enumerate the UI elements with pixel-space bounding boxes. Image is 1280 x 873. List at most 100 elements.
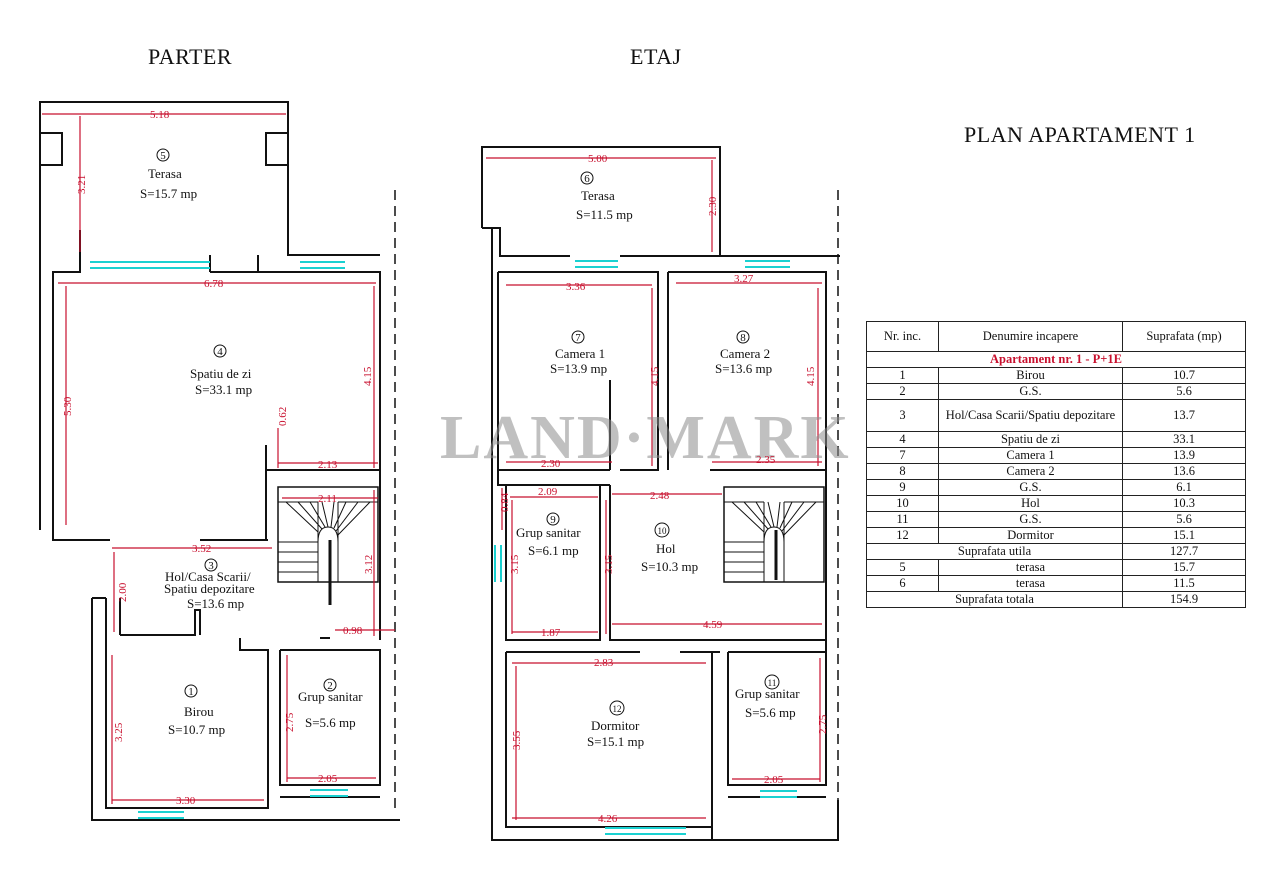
cell-area: 15.7 xyxy=(1122,559,1246,576)
dim-label: 2.83 xyxy=(594,657,614,669)
room-6-terasa: 6 Terasa S=11.5 mp xyxy=(576,171,633,222)
table-row: 2 G.S. 5.6 xyxy=(866,383,1246,400)
room-7-camera-1: 7 Camera 1 S=13.9 mp xyxy=(550,330,607,376)
cell-nr: 8 xyxy=(866,463,939,480)
dim-label: 0.84 xyxy=(499,492,511,512)
watermark: LAND·MARK xyxy=(440,404,851,472)
room-8-camera-2: 8 Camera 2 S=13.6 mp xyxy=(715,330,772,376)
dim-label: 3.30 xyxy=(176,795,196,807)
floor-title-etaj: ETAJ xyxy=(630,44,682,69)
cell-area: 13.6 xyxy=(1122,463,1246,480)
dim-label: 3.15 xyxy=(509,554,521,574)
cell-name: Birou xyxy=(938,367,1123,384)
table-header-row: Nr. inc. Denumire incapere Suprafata (mp… xyxy=(866,321,1246,352)
dim-label: 2.05 xyxy=(318,773,338,785)
room-number: 7 xyxy=(575,332,581,344)
room-number: 8 xyxy=(740,332,746,344)
cell-nr: 12 xyxy=(866,527,939,544)
room-9-grup-sanitar: 9 Grup sanitar S=6.1 mp xyxy=(516,512,581,558)
cell-name: terasa xyxy=(938,559,1123,576)
dim-label: 2.00 xyxy=(117,582,129,602)
cell-name: Camera 2 xyxy=(938,463,1123,480)
room-area: S=11.5 mp xyxy=(576,207,633,222)
cell-nr: 5 xyxy=(866,559,939,576)
col-header-denumire: Denumire incapere xyxy=(938,321,1123,352)
cell-area: 6.1 xyxy=(1122,479,1246,496)
dim-label: 2.75 xyxy=(817,714,829,734)
dim-label: 5.00 xyxy=(588,153,608,165)
dim-label: 6.78 xyxy=(204,278,224,290)
floor-title-parter: PARTER xyxy=(148,44,233,69)
table-total-row: Suprafata utila 127.7 xyxy=(866,543,1246,560)
dim-label: 4.15 xyxy=(649,366,661,386)
dim-label: 3.15 xyxy=(603,554,615,574)
table-row: 1 Birou 10.7 xyxy=(866,367,1246,384)
table-row: 12 Dormitor 15.1 xyxy=(866,527,1246,544)
room-number: 1 xyxy=(188,686,194,698)
cell-name: Camera 1 xyxy=(938,447,1123,464)
room-area: S=13.6 mp xyxy=(715,361,772,376)
dim-label: 0.62 xyxy=(277,407,289,426)
floor-plan-drawing: LAND·MARK 5 Terasa S=15.7 mp 4 Spatiu de… xyxy=(39,101,851,841)
dim-label: 0.98 xyxy=(343,625,363,637)
table-row: 3 Hol/Casa Scarii/Spatiu depozitare 13.7 xyxy=(866,399,1246,432)
room-area: S=5.6 mp xyxy=(745,705,796,720)
room-4-spatiu-de-zi: 4 Spatiu de zi S=33.1 mp xyxy=(190,344,252,397)
room-3-hol-casa-scarii: 3 Hol/Casa Scarii/ Spatiu depozitare S=1… xyxy=(164,558,255,611)
cell-name: G.S. xyxy=(938,479,1123,496)
dim-label: 2.35 xyxy=(756,454,776,466)
cell-area: 15.1 xyxy=(1122,527,1246,544)
cell-nr: 10 xyxy=(866,495,939,512)
cell-name: Hol xyxy=(938,495,1123,512)
utila-value: 127.7 xyxy=(1122,543,1246,560)
table-row: 5 terasa 15.7 xyxy=(866,559,1246,576)
cell-nr: 1 xyxy=(866,367,939,384)
room-5-terasa: 5 Terasa S=15.7 mp xyxy=(140,148,197,201)
dim-label: 4.15 xyxy=(362,366,374,386)
plan-title: PLAN APARTAMENT 1 xyxy=(964,122,1196,147)
room-area: S=33.1 mp xyxy=(195,382,252,397)
cell-area: 13.9 xyxy=(1122,447,1246,464)
room-1-birou: 1 Birou S=10.7 mp xyxy=(168,684,225,737)
cell-area: 11.5 xyxy=(1122,575,1246,592)
col-header-nr: Nr. inc. xyxy=(866,321,939,352)
cell-area: 10.3 xyxy=(1122,495,1246,512)
table-subtitle-row: Apartament nr. 1 - P+1E xyxy=(866,351,1246,368)
dim-label: 3.36 xyxy=(566,281,586,293)
room-name: Terasa xyxy=(148,166,182,181)
table-row: 7 Camera 1 13.9 xyxy=(866,447,1246,464)
cell-nr: 3 xyxy=(866,399,939,432)
room-area: S=6.1 mp xyxy=(528,543,579,558)
table-subtitle: Apartament nr. 1 - P+1E xyxy=(866,351,1246,368)
room-name-line1: Hol/Casa Scarii/ xyxy=(165,569,251,584)
cell-nr: 2 xyxy=(866,383,939,400)
room-2-grup-sanitar: 2 Grup sanitar S=5.6 mp xyxy=(298,678,363,730)
cell-name: terasa xyxy=(938,575,1123,592)
dim-label: 2.30 xyxy=(541,458,561,470)
col-header-suprafata: Suprafata (mp) xyxy=(1122,321,1246,352)
dim-label: 3.21 xyxy=(76,175,88,194)
cell-name: Dormitor xyxy=(938,527,1123,544)
room-name: Grup sanitar xyxy=(516,525,581,540)
cell-area: 33.1 xyxy=(1122,431,1246,448)
room-area: S=10.3 mp xyxy=(641,559,698,574)
dim-label: 2.13 xyxy=(318,459,338,471)
room-12-dormitor: 12 Dormitor S=15.1 mp xyxy=(587,700,644,749)
cell-name: G.S. xyxy=(938,383,1123,400)
room-name-line2: Spatiu depozitare xyxy=(164,581,255,596)
table-row: 9 G.S. 6.1 xyxy=(866,479,1246,496)
dim-label: 3.25 xyxy=(113,722,125,742)
room-number: 9 xyxy=(550,514,556,526)
dim-label: 3.55 xyxy=(511,730,523,750)
room-area: S=10.7 mp xyxy=(168,722,225,737)
room-number: 2 xyxy=(327,680,333,692)
cell-name: G.S. xyxy=(938,511,1123,528)
table-row: 11 G.S. 5.6 xyxy=(866,511,1246,528)
room-10-hol: 10 Hol S=10.3 mp xyxy=(641,522,698,574)
room-number: 4 xyxy=(217,346,223,358)
utila-label: Suprafata utila xyxy=(866,543,1123,560)
dim-label: 3.27 xyxy=(734,273,754,285)
dim-label: 2.11 xyxy=(318,493,337,505)
dim-label: 4.15 xyxy=(805,366,817,386)
cell-nr: 9 xyxy=(866,479,939,496)
